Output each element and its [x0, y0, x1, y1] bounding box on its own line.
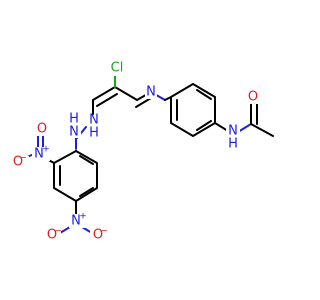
- bond-ring-right-imine: [164, 96, 172, 101]
- cl-label-bg: [108, 61, 126, 76]
- molecule-structure: Cl N N H H N N H O N + O − O N + O − O −: [13, 61, 274, 243]
- nitro-bottom-oxygen-left-label: O: [47, 228, 57, 243]
- bond-c3-n-imine-double: [135, 97, 152, 108]
- nitro-bottom-o-left-bg: [45, 228, 61, 242]
- bond-carbonyl-methyl: [250, 123, 274, 137]
- chlorine-label: Cl: [111, 61, 124, 76]
- bond-c2-c3: [114, 86, 138, 101]
- hydrazine-nitrogen-1-label: N: [89, 113, 99, 128]
- hydrazine-bottom-label-bg: [67, 112, 81, 138]
- nitro-bottom-nitrogen-label: N: [71, 214, 81, 229]
- nitro-top-plus-charge: +: [42, 145, 50, 155]
- molecule-canvas: Cl N N H H N N H O N + O − O N + O − O −: [12, 60, 274, 243]
- nitro-top-oxygen-bottom-label: O: [37, 122, 47, 137]
- bond-nitro-bottom-o-left: [59, 226, 71, 234]
- bond-ring-right-n-amide: [214, 122, 229, 132]
- carbonyl-oxygen-label: O: [248, 90, 258, 105]
- imine-nitrogen-label: N: [146, 85, 156, 100]
- nitro-bottom-plus-charge: +: [79, 212, 87, 222]
- ring-right-double-2: [196, 89, 212, 100]
- nitro-bottom-o-right-bg: [90, 228, 106, 242]
- nitro-top-oxygen-left-minus: −: [19, 154, 27, 164]
- nitro-top-oxygen-left-label: O: [13, 155, 23, 170]
- nitro-top-o-left-bg: [13, 156, 29, 170]
- hydrazine-top-label-bg: [87, 115, 101, 141]
- n-imine-label-bg: [145, 84, 157, 99]
- nitro-bottom-oxygen-left-minus: −: [54, 227, 62, 237]
- nitro-top-o-bottom-bg: [35, 122, 49, 136]
- hydrazine-hydrogen-1-label: H: [89, 126, 99, 141]
- nitro-bottom-oxygen-right-minus: −: [100, 227, 108, 237]
- amide-label-bg: [226, 124, 240, 152]
- nitro-top-nitrogen-label: N: [34, 147, 44, 162]
- amide-hydrogen-label: H: [228, 137, 238, 152]
- carbonyl-o-label-bg: [246, 90, 260, 104]
- bond-c1-c2: [92, 86, 116, 101]
- ring-left-double-3: [79, 187, 94, 197]
- bond-n-amide-carbonyl: [237, 123, 252, 133]
- hydrazine-hydrogen-2-label: H: [69, 112, 79, 127]
- nitro-top-n-bg: [32, 147, 50, 161]
- nitro-bottom-oxygen-right-label: O: [93, 228, 103, 243]
- ring-left-double-2: [79, 155, 94, 165]
- ring-right-double-3: [196, 120, 212, 131]
- bond-c1-c2-double: [96, 93, 118, 107]
- amide-nitrogen-label: N: [228, 124, 238, 139]
- nitro-bottom-n-bg: [69, 214, 87, 228]
- hydrazine-nitrogen-2-label: N: [69, 125, 79, 140]
